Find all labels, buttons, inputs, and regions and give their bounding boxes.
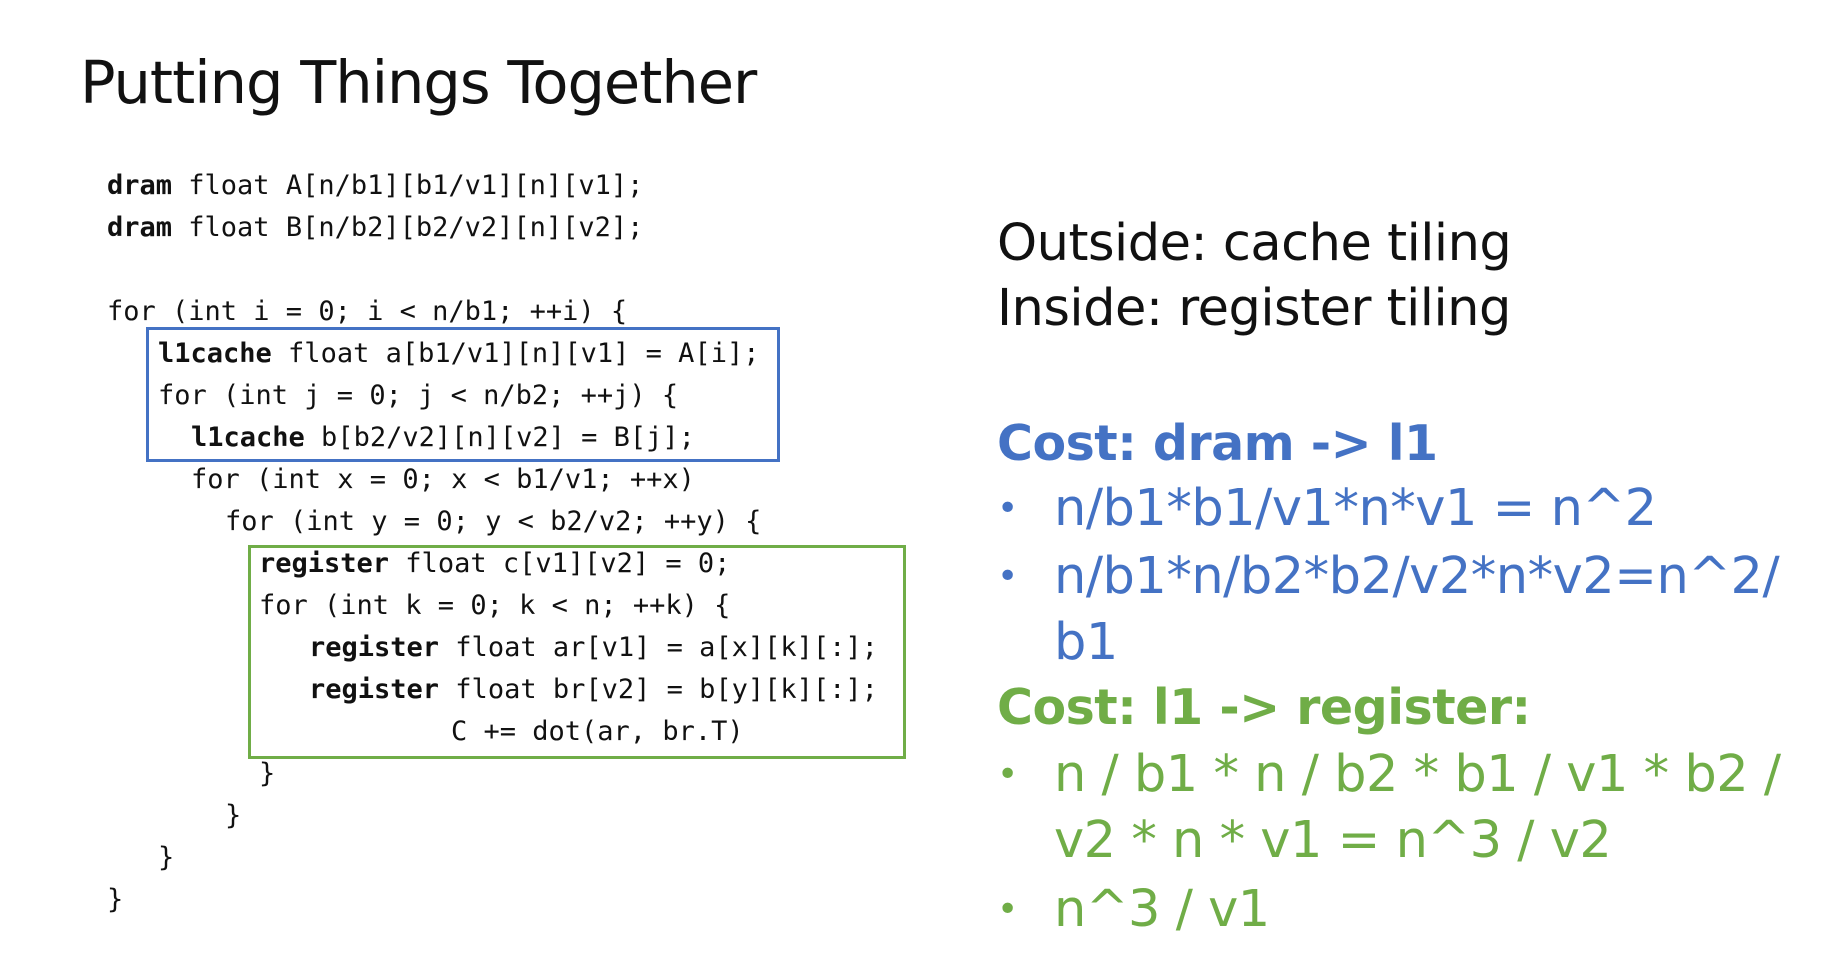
code-line: for (int j = 0; j < n/b2; ++j) { [158,378,678,414]
code-text: float br[v2] = b[y][k][:]; [439,674,878,705]
cost-l1-register-bullet: • n / b1 * n / b2 * b1 / v1 * b2 / v2 * … [997,742,1834,874]
code-line: l1cache b[b2/v2][n][v2] = B[j]; [191,420,695,456]
cost-dram-l1-bullet: • n/b1*n/b2*b2/v2*n*v2=n^2/b1 [997,544,1834,676]
code-text: for (int y = 0; y < b2/v2; ++y) { [225,506,762,537]
code-text: float a[b1/v1][n][v1] = A[i]; [271,338,760,369]
l1cache-highlight-box [146,327,780,462]
code-text: b[b2/v2][n][v2] = B[j]; [304,422,695,453]
code-line: for (int x = 0; x < b1/v1; ++x) [191,462,695,498]
bullet-icon: • [997,556,1018,597]
cost-l1-register-heading: Cost: l1 -> register: [997,679,1531,736]
code-line: register float c[v1][v2] = 0; [259,546,730,582]
code-text: float ar[v1] = a[x][k][:]; [439,632,878,663]
outside-note: Outside: cache tiling [997,214,1512,273]
code-text: for (int j = 0; j < n/b2; ++j) { [158,380,679,411]
code-listing: dram float A[n/b1][b1/v1][n][v1]; dram f… [107,168,906,918]
code-keyword: l1cache [158,338,272,369]
code-text: } [259,758,276,789]
code-text: } [107,884,124,915]
notes-panel: Outside: cache tiling Inside: register t… [997,0,1834,972]
bullet-text: n/b1*b1/v1*n*v1 = n^2 [1054,479,1657,538]
code-line: dram float A[n/b1][b1/v1][n][v1]; [107,168,643,204]
code-line: C += dot(ar, br.T) [451,714,744,750]
code-keyword: register [259,548,390,579]
register-highlight-box [248,545,906,759]
bullet-icon: • [997,488,1018,529]
code-keyword: dram [107,212,173,243]
code-text: for (int k = 0; k < n; ++k) { [259,590,731,621]
bullet-icon: • [997,889,1018,930]
slide-title: Putting Things Together [80,48,757,117]
cost-dram-l1-heading: Cost: dram -> l1 [997,415,1438,472]
code-line: dram float B[n/b2][b2/v2][n][v2]; [107,210,643,246]
code-line: } [225,798,241,834]
code-line: register float ar[v1] = a[x][k][:]; [309,630,878,666]
code-line: for (int k = 0; k < n; ++k) { [259,588,730,624]
code-line: for (int i = 0; i < n/b1; ++i) { [107,294,627,330]
code-text: float B[n/b2][b2/v2][n][v2]; [172,212,644,243]
cost-l1-register-bullet: • n^3 / v1 [997,877,1834,943]
inside-note: Inside: register tiling [997,279,1511,338]
code-text: C += dot(ar, br.T) [451,716,744,747]
code-line: l1cache float a[b1/v1][n][v1] = A[i]; [158,336,759,372]
bullet-text: n^3 / v1 [1054,880,1270,939]
code-line: } [259,756,275,792]
code-keyword: register [309,632,440,663]
code-text: float c[v1][v2] = 0; [389,548,731,579]
bullet-text: n / b1 * n / b2 * b1 / v1 * b2 / v2 * n … [1054,745,1797,870]
code-line: register float br[v2] = b[y][k][:]; [309,672,878,708]
code-keyword: l1cache [191,422,305,453]
code-keyword: dram [107,170,173,201]
code-text: } [158,842,175,873]
code-text: for (int i = 0; i < n/b1; ++i) { [107,296,628,327]
code-keyword: register [309,674,440,705]
code-line: } [107,882,123,918]
code-text: float A[n/b1][b1/v1][n][v1]; [172,170,644,201]
code-line: } [158,840,174,876]
code-line: for (int y = 0; y < b2/v2; ++y) { [225,504,761,540]
bullet-text: n/b1*n/b2*b2/v2*n*v2=n^2/b1 [1054,547,1780,672]
cost-dram-l1-bullet: • n/b1*b1/v1*n*v1 = n^2 [997,476,1834,542]
bullet-icon: • [997,754,1018,795]
code-text: for (int x = 0; x < b1/v1; ++x) [191,464,695,495]
code-text: } [225,800,242,831]
